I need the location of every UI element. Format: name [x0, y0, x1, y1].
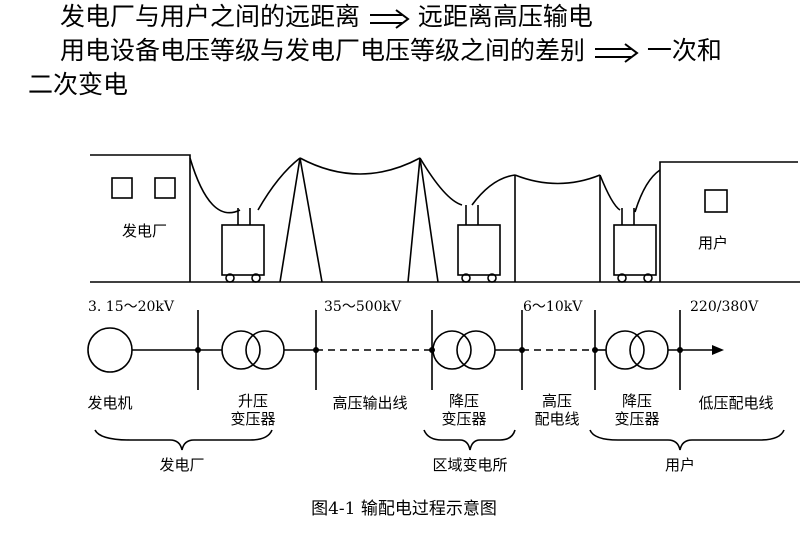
label-step-up-2: 变压器: [230, 410, 275, 428]
voltage-user: 220/380V: [690, 299, 759, 315]
voltage-generator: 3. 15～20kV: [88, 299, 175, 315]
group-substation: 区域变电所: [432, 456, 507, 474]
label-lv-line: 低压配电线: [698, 394, 773, 412]
label-hv-line: 高压输出线: [332, 394, 407, 412]
label-step-up-1: 升压: [238, 392, 268, 410]
label-generator: 发电机: [87, 394, 132, 412]
heading-line-1-left: 发电厂与用户之间的远距离: [60, 2, 361, 31]
label-step-down-1: 降压: [449, 392, 479, 410]
power-transmission-diagram: 发电厂 用户 3. 15～20kV 35～500kV 6～10kV 220/38…: [87, 154, 800, 474]
heading-line-3: 二次变电: [28, 70, 129, 99]
plant-label: 发电厂: [122, 222, 167, 240]
label-step-down-2: 变压器: [441, 410, 486, 428]
heading-line-1-right: 远距离高压输电: [417, 2, 593, 31]
double-arrow-icon: [369, 8, 410, 29]
heading-line-2-right: 一次和: [646, 36, 722, 65]
heading-line-1: 发电厂与用户之间的远距离 远距离高压输电: [60, 2, 593, 32]
voltage-transmission: 35～500kV: [324, 299, 402, 315]
heading-line-2-left: 用电设备电压等级与发电厂电压等级之间的差别: [60, 36, 586, 65]
group-plant: 发电厂: [159, 456, 204, 474]
heading-line-2: 用电设备电压等级与发电厂电压等级之间的差别 一次和: [60, 36, 722, 66]
figure-caption: 图4-1 输配电过程示意图: [311, 499, 497, 519]
label-hv-dist-2: 配电线: [534, 410, 579, 428]
label-user-down-1: 降压: [622, 392, 652, 410]
group-user: 用户: [665, 456, 695, 474]
user-label: 用户: [698, 234, 728, 252]
voltage-distribution: 6～10kV: [523, 299, 583, 315]
label-user-down-2: 变压器: [614, 410, 659, 428]
label-hv-dist-1: 高压: [542, 392, 572, 410]
double-arrow-icon: [594, 42, 639, 63]
